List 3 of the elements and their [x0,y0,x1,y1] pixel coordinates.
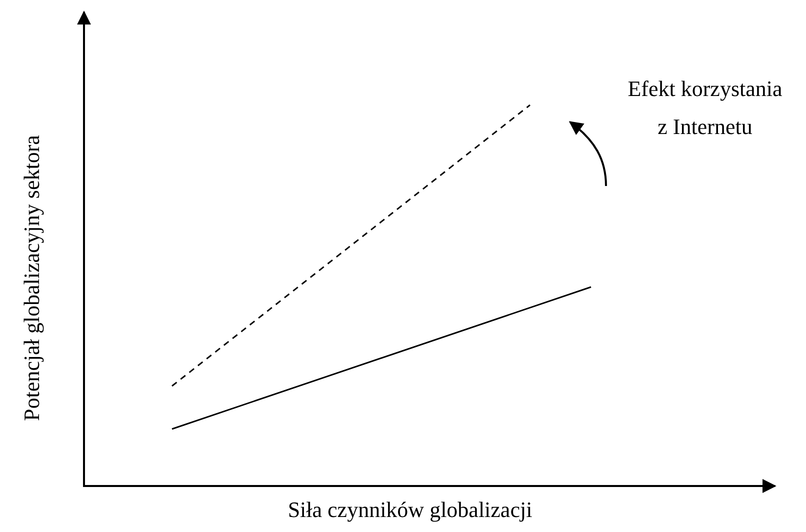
annotation-text: Efekt korzystania z Internetu [626,75,784,141]
axis-title: Potencjał globalizacyjny sektora [18,135,45,421]
axis-title: Siła czynników globalizacji [288,496,532,524]
